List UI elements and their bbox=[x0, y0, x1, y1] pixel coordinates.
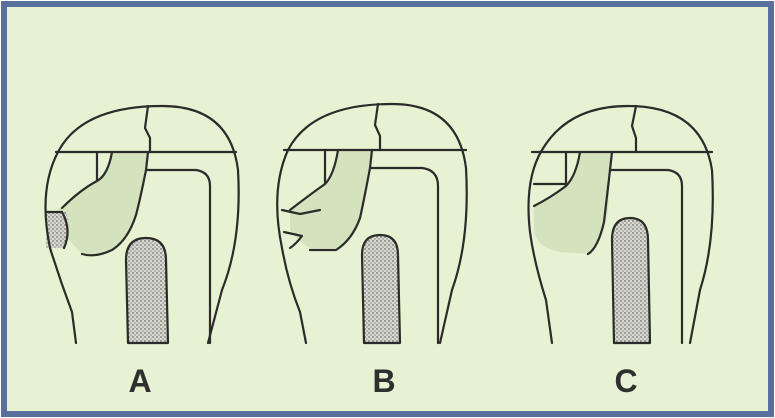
panel-label-b: B bbox=[372, 363, 395, 399]
panel-c-rod bbox=[612, 218, 650, 343]
panel-a-rod bbox=[126, 238, 168, 343]
panel-b-rod bbox=[362, 235, 400, 343]
panel-label-a: A bbox=[128, 363, 151, 399]
panel-label-c: C bbox=[614, 363, 637, 399]
